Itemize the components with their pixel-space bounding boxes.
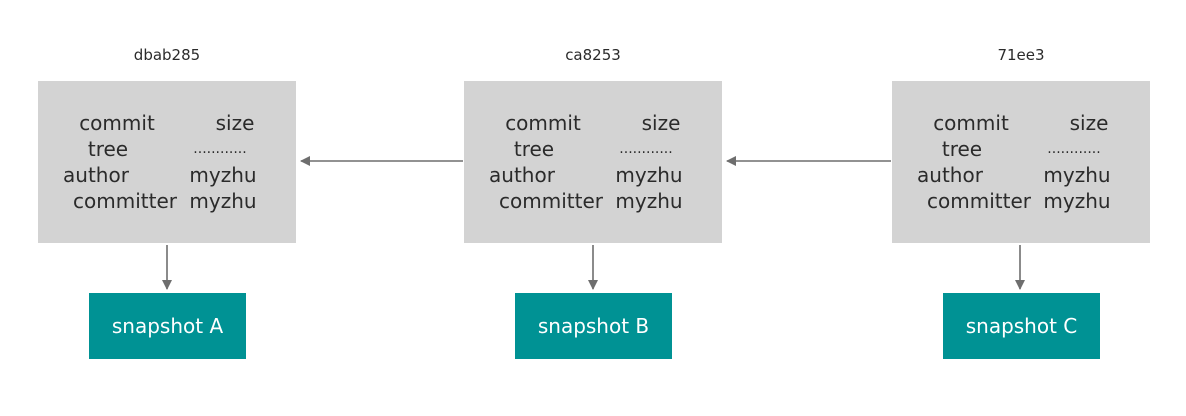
tree-field-key: tree	[941, 137, 983, 161]
author-field-value: myzhu	[1043, 163, 1111, 187]
commit-box-1: commit size tree ............ author myz…	[464, 81, 722, 243]
commit-field-value: size	[1069, 111, 1109, 135]
commit-field-value: size	[215, 111, 255, 135]
author-field-key: author	[917, 163, 983, 187]
commit-box-0: commit size tree ............ author myz…	[38, 81, 296, 243]
commit-hash-0: dbab285	[133, 46, 201, 64]
commit-field-key: commit	[505, 111, 581, 135]
snapshot-box-1: snapshot B	[515, 293, 672, 359]
committer-field-key: committer	[73, 189, 177, 213]
author-field-key: author	[63, 163, 129, 187]
author-field-key: author	[489, 163, 555, 187]
tree-field-value: ............	[1047, 141, 1101, 157]
commit-box-2: commit size tree ............ author myz…	[892, 81, 1150, 243]
commit-hash-2: 71ee3	[997, 46, 1045, 64]
committer-field-value: myzhu	[1043, 189, 1111, 213]
committer-field-key: committer	[499, 189, 603, 213]
committer-field-value: myzhu	[189, 189, 257, 213]
commit-field-key: commit	[79, 111, 155, 135]
tree-field-value: ............	[193, 141, 247, 157]
commit-hash-1: ca8253	[565, 46, 621, 64]
tree-field-value: ............	[619, 141, 673, 157]
committer-field-value: myzhu	[615, 189, 683, 213]
commit-field-key: commit	[933, 111, 1009, 135]
snapshot-box-0: snapshot A	[89, 293, 246, 359]
author-field-value: myzhu	[189, 163, 257, 187]
tree-field-key: tree	[513, 137, 555, 161]
committer-field-key: committer	[927, 189, 1031, 213]
author-field-value: myzhu	[615, 163, 683, 187]
tree-field-key: tree	[87, 137, 129, 161]
commit-field-value: size	[641, 111, 681, 135]
snapshot-box-2: snapshot C	[943, 293, 1100, 359]
